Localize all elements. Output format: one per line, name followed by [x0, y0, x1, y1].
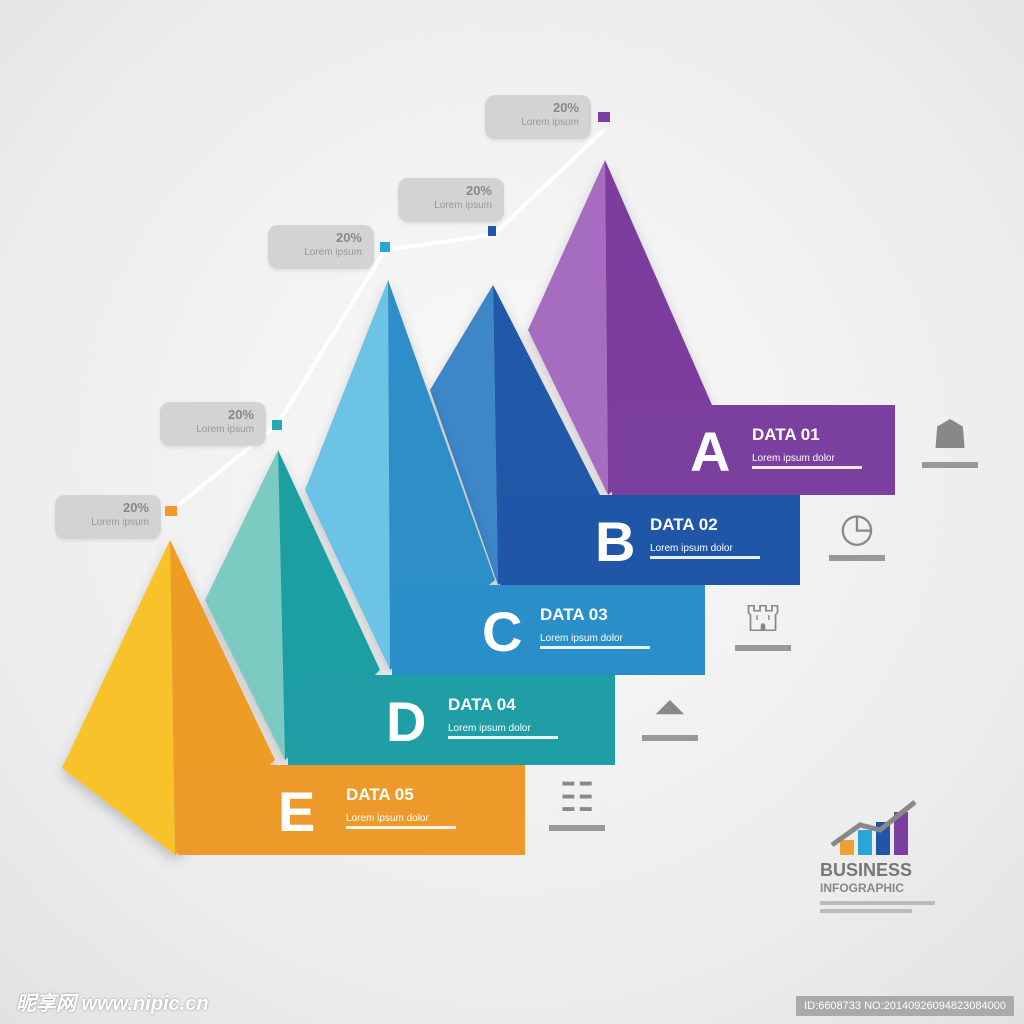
level-letter: A	[690, 420, 731, 483]
weight-icon: ⏶	[635, 685, 705, 741]
level-letter: C	[482, 600, 523, 663]
level-title: DATA 03	[540, 605, 608, 624]
clock-icon: ◷	[822, 505, 892, 561]
level-a-bar: A DATA 01 Lorem ipsum dolor	[612, 405, 895, 495]
level-letter: E	[278, 780, 316, 843]
level-desc: Lorem ipsum dolor	[650, 543, 760, 559]
image-id: ID:6608733 NO:20140926094823084000	[796, 996, 1014, 1016]
level-c-bar: C DATA 03 Lorem ipsum dolor	[392, 585, 705, 675]
pyramid-c	[305, 280, 495, 670]
people-icon: ☗	[915, 412, 985, 468]
callout-b: 20%Lorem ipsum	[398, 178, 504, 222]
group-icon: ☷	[542, 775, 612, 831]
callout-a: 20%Lorem ipsum	[485, 95, 591, 139]
level-desc: Lorem ipsum dolor	[346, 813, 456, 829]
logo: BUSINESS INFOGRAPHIC	[820, 800, 935, 913]
level-title: DATA 04	[448, 695, 516, 714]
logo-subtitle: INFOGRAPHIC	[820, 881, 904, 895]
level-d-bar: D DATA 04 Lorem ipsum dolor	[288, 675, 615, 765]
level-letter: D	[386, 690, 427, 753]
level-title: DATA 01	[752, 425, 820, 444]
level-desc: Lorem ipsum dolor	[752, 453, 862, 469]
level-title: DATA 02	[650, 515, 718, 534]
level-desc: Lorem ipsum dolor	[540, 633, 650, 649]
callout-d: 20%Lorem ipsum	[160, 402, 266, 446]
callout-e: 20%Lorem ipsum	[55, 495, 161, 539]
level-b-bar: B DATA 02 Lorem ipsum dolor	[500, 495, 800, 585]
level-title: DATA 05	[346, 785, 414, 804]
level-letter: B	[595, 510, 636, 573]
growth-chart-icon	[830, 800, 917, 855]
watermark: 昵享网 www.nipic.cn	[16, 993, 209, 1015]
callout-c: 20%Lorem ipsum	[268, 225, 374, 269]
level-e-bar: E DATA 05 Lorem ipsum dolor	[178, 765, 525, 855]
logo-title: BUSINESS	[820, 860, 913, 880]
level-desc: Lorem ipsum dolor	[448, 723, 558, 739]
oil-pump-icon: ⛫	[728, 595, 798, 651]
